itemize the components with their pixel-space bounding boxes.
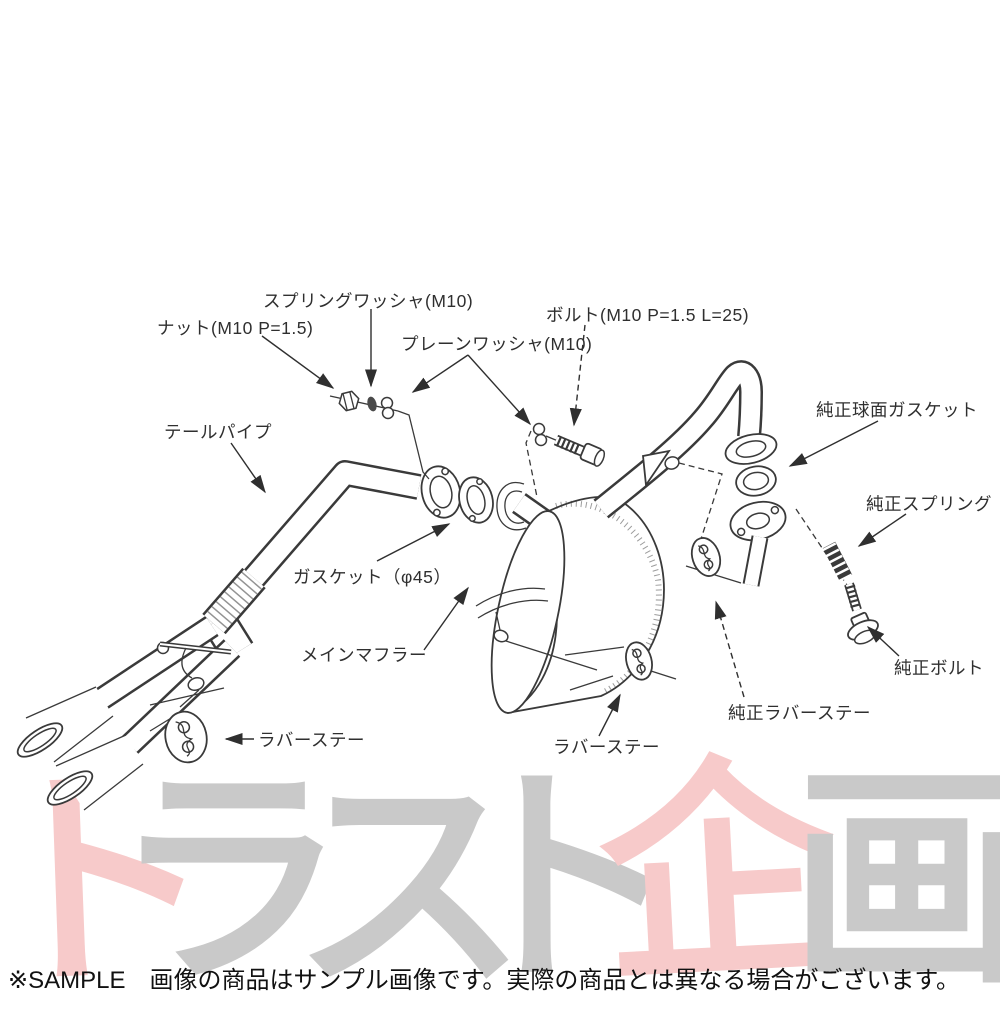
watermark-char: ス (292, 747, 527, 1023)
label-oem-bolt: 純正ボルト (894, 658, 984, 678)
nut-washer-hardware (329, 390, 430, 480)
exhaust-parts-diagram: スプリングワッシャ(M10) ナット(M10 P=1.5) ボルト(M10 P=… (16, 291, 992, 811)
muffler-end-face (490, 510, 566, 714)
main-muffler-drawing (475, 495, 677, 714)
label-tail-pipe: テールパイプ (164, 422, 272, 442)
mating-flange (729, 500, 787, 542)
oem-bolt-part (844, 582, 879, 645)
label-bolt: ボルト(M10 P=1.5 L=25) (546, 305, 749, 325)
hanger-pin (187, 676, 205, 692)
oem-spherical-gasket-part (735, 465, 777, 497)
rubber-stay-bottom-part (625, 641, 653, 681)
flange-gasket-row (420, 465, 553, 532)
bolt-washer-hardware (525, 422, 606, 498)
plain-washer-part (381, 406, 395, 420)
product-sample-image: ト ラ ス ト 企 画 (0, 291, 1000, 1024)
plain-washer-part (532, 422, 546, 436)
front-pipe-flange-collar (724, 433, 778, 465)
label-rubber-stay-left: ラバーステー (258, 730, 365, 750)
label-rubber-stay-bottom: ラバーステー (553, 737, 660, 757)
label-oem-spherical-gasket: 純正球面ガスケット (816, 400, 978, 420)
watermark-char: ラ (112, 741, 347, 1017)
watermark-char: 画 (790, 741, 1000, 1017)
muffler-hanger-pin (493, 629, 509, 643)
pipe-hanger-bracket (642, 449, 671, 488)
part-labels: スプリングワッシャ(M10) ナット(M10 P=1.5) ボルト(M10 P=… (157, 291, 992, 757)
watermark-char: ト (448, 741, 683, 1017)
label-oem-spring: 純正スプリング (866, 494, 992, 514)
muffler-inlet-flange (496, 482, 527, 531)
oem-joint-hardware (724, 433, 879, 645)
gasket-45-part (458, 476, 494, 524)
label-oem-rubber-stay: 純正ラバーステー (728, 703, 871, 723)
label-plain-washer: プレーンワッシャ(M10) (401, 334, 592, 354)
sample-disclaimer-text: ※SAMPLE 画像の商品はサンプル画像です。実際の商品とは異なる場合がございま… (8, 967, 960, 994)
label-arrows (224, 309, 907, 746)
oem-spring-part (820, 541, 853, 583)
spring-washer-part (367, 396, 377, 412)
label-main-muffler: メインマフラー (301, 645, 427, 665)
oem-rubber-stay-part (690, 537, 722, 577)
tail-pipe-flange (420, 465, 462, 519)
rubber-stay-left-part (164, 710, 208, 764)
tail-pipe-drawing (16, 460, 422, 811)
label-nut: ナット(M10 P=1.5) (157, 318, 313, 338)
nut-part (338, 390, 360, 412)
front-pipe-drawing (593, 360, 764, 584)
pipe-hanger-pin (664, 456, 680, 470)
label-spring-washer: スプリングワッシャ(M10) (263, 291, 473, 311)
bolt-head (579, 442, 606, 467)
label-gasket-45: ガスケット（φ45） (293, 567, 451, 587)
watermark-trust-kikaku: ト ラ ス ト 企 画 (0, 729, 1000, 1024)
plain-washer-part (534, 433, 548, 447)
